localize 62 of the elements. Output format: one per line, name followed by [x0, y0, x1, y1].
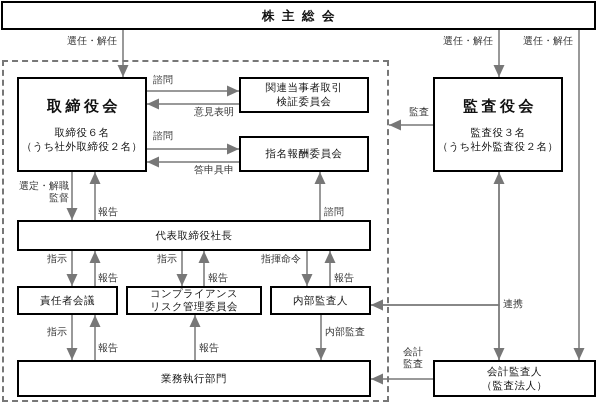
edge-label: 監査	[409, 107, 429, 119]
org-box: 株主総会	[1, 1, 596, 30]
org-box: 業務執行部門	[17, 360, 371, 397]
arrow	[90, 172, 100, 220]
arrow	[302, 251, 312, 286]
edge-label: 報告	[199, 343, 219, 355]
arrow	[371, 300, 500, 360]
edge-label: 選任・解任	[443, 36, 493, 48]
arrow	[176, 251, 188, 286]
box-heading: 監査役会	[462, 96, 537, 116]
edge-label: 答申具申	[194, 165, 234, 177]
arrow	[198, 251, 210, 286]
edge-label: 連携	[503, 299, 523, 311]
arrow	[316, 315, 326, 360]
edge-label: 報告	[98, 273, 118, 285]
edge-label: 選任・解任	[67, 36, 117, 48]
org-box: 関連当事者取引検証委員会	[239, 77, 369, 113]
edge-label: 報告	[98, 207, 118, 219]
edge-label: 指揮命令	[261, 254, 301, 266]
org-box: コンプライアンスリスク管理委員会	[126, 286, 262, 315]
arrow	[118, 30, 128, 77]
arrow	[66, 315, 78, 360]
arrow	[190, 315, 200, 360]
arrow	[324, 251, 336, 286]
arrow	[314, 172, 326, 220]
edge-label: 指示	[157, 254, 177, 266]
arrow	[494, 172, 504, 360]
arrow	[147, 98, 239, 110]
edge-label: 報告	[334, 273, 354, 285]
edge-label: 会計監査	[402, 347, 424, 371]
org-box	[17, 77, 147, 172]
org-box	[433, 77, 563, 172]
org-box: 指名報酬委員会	[239, 136, 369, 172]
edge-label: 意見表明	[194, 107, 234, 119]
arrow	[574, 30, 584, 360]
edge-label: 報告	[208, 273, 228, 285]
arrow	[66, 251, 78, 286]
box-text: 監査役３名（うち社外監査役２名）	[437, 126, 559, 154]
arrow	[66, 172, 78, 220]
edge-label: 報告	[98, 343, 118, 355]
edge-label: 指示	[47, 327, 67, 339]
arrow	[147, 86, 239, 96]
edge-label: 諮問	[153, 75, 173, 87]
arrow	[371, 374, 433, 384]
box-heading: 取締役会	[46, 96, 121, 116]
arrow	[494, 30, 504, 77]
arrow	[389, 120, 433, 130]
edge-label: 指示	[47, 254, 67, 266]
box-text: 取締役６名（うち社外取締役２名）	[21, 126, 143, 154]
edge-label: 内部監査	[325, 327, 365, 339]
arrow	[90, 315, 100, 360]
org-box: 代表取締役社長	[17, 220, 371, 251]
edge-label: 諮問	[153, 131, 173, 143]
arrow	[90, 251, 100, 286]
org-box: 責任者会議	[17, 286, 118, 315]
arrow	[147, 156, 239, 168]
arrow	[147, 144, 239, 154]
org-box: 会計監査人（監査法人）	[433, 360, 596, 397]
edge-label: 選定・解職監督	[16, 181, 69, 205]
edge-label: 選任・解任	[523, 36, 573, 48]
org-box: 内部監査人	[270, 286, 371, 315]
edge-label: 諮問	[324, 207, 344, 219]
